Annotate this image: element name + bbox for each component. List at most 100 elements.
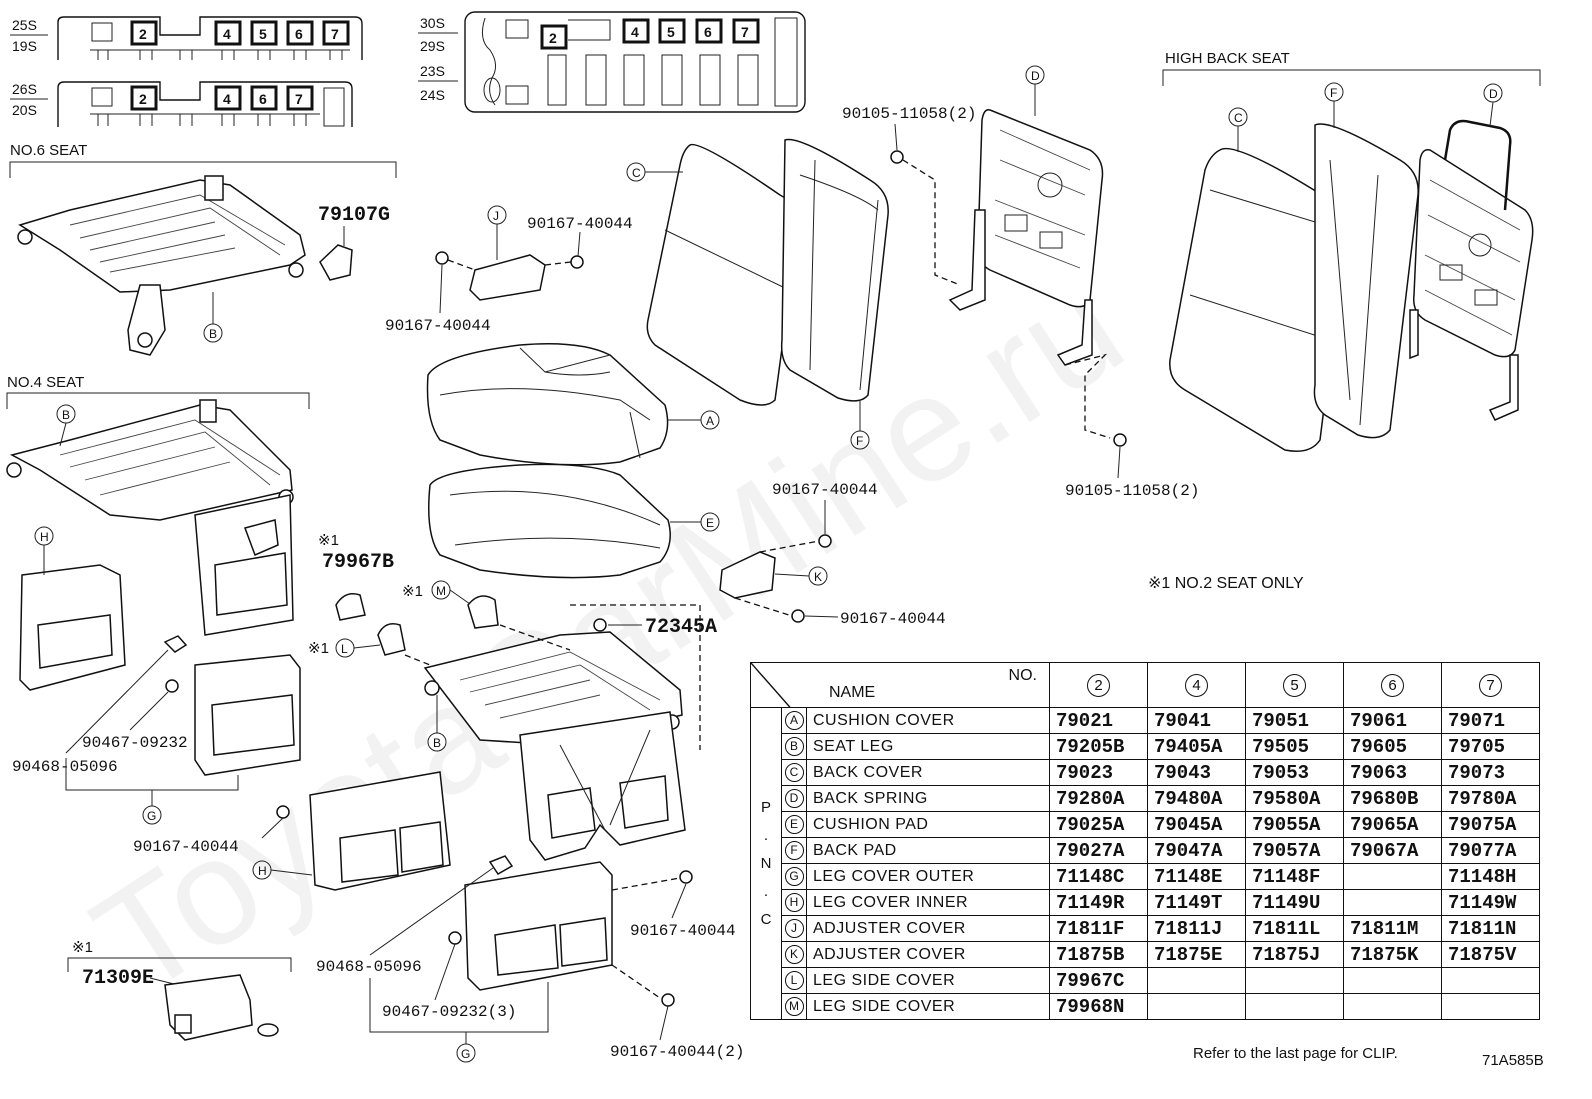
callout-79107g: 79107G	[318, 204, 390, 227]
callout-90468-05096-center: 90468-05096	[316, 958, 422, 976]
row-part-name: LEG SIDE COVER	[806, 967, 1050, 994]
note-no2-seat-only: ※1 NO.2 SEAT ONLY	[1148, 575, 1304, 592]
back-cover-center: C	[626, 143, 799, 406]
row-letter: G	[781, 863, 807, 890]
row-part-name: CUSHION COVER	[806, 707, 1050, 734]
callout-90105-11058-bottom: 90105-11058(2)	[1065, 482, 1199, 500]
diagonal-line	[751, 663, 791, 707]
high-back-pad: F	[1313, 82, 1419, 439]
callout-90167-40044-2: 90167-40044(2)	[610, 1043, 744, 1061]
callout-71309e: 71309E	[82, 967, 154, 990]
letter-c: C	[1234, 111, 1243, 125]
part-number-cell: 79205B	[1049, 733, 1148, 760]
part-number-cell: 79047A	[1147, 837, 1246, 864]
letter-c: C	[632, 166, 641, 180]
row-part-name: ADJUSTER COVER	[806, 915, 1050, 942]
part-number-cell	[1441, 993, 1540, 1020]
letter-b: B	[209, 327, 217, 341]
part-number-cell: 71149T	[1147, 889, 1246, 916]
column-header: 7	[1441, 662, 1540, 708]
letter-a: A	[706, 414, 714, 428]
part-number-cell: 79075A	[1441, 811, 1540, 838]
back-pad-center: F	[780, 138, 889, 450]
row-letter: D	[781, 785, 807, 812]
part-number-cell: 79077A	[1441, 837, 1540, 864]
part-number-cell	[1245, 993, 1344, 1020]
seat-code: 30S	[420, 15, 445, 31]
letter-d: D	[1031, 69, 1040, 83]
part-number-cell: 79071	[1441, 707, 1540, 734]
part-number-cell: 79967C	[1049, 967, 1148, 994]
part-number-cell: 79405A	[1147, 733, 1246, 760]
adjuster-cover-j: J	[435, 205, 584, 301]
back-spring-center: D	[948, 65, 1104, 366]
part-number-cell	[1343, 967, 1442, 994]
high-back-cover: C	[1169, 107, 1347, 452]
letter-d: D	[1489, 87, 1498, 101]
letter-j: J	[493, 209, 499, 223]
no4-seat-frame: B	[6, 399, 294, 636]
part-number-cell: 79023	[1049, 759, 1148, 786]
part-number-cell: 79605	[1343, 733, 1442, 760]
row-letter: F	[781, 837, 807, 864]
box-number: 4	[223, 26, 231, 42]
letter-f: F	[856, 434, 863, 448]
part-number-cell: 79051	[1245, 707, 1344, 734]
box-number: 5	[667, 24, 675, 40]
box-number: 6	[259, 91, 267, 107]
callout-79967b: 79967B	[322, 551, 394, 574]
part-number-cell: 71811M	[1343, 915, 1442, 942]
part-number-cell: 71875K	[1343, 941, 1442, 968]
note-mark: ※1	[318, 532, 339, 549]
part-number-cell: 71875V	[1441, 941, 1540, 968]
high-back-spring: D	[1409, 83, 1534, 421]
column-header: 2	[1049, 662, 1148, 708]
header-name-no: NAME NO.	[750, 662, 1050, 708]
column-header: 6	[1343, 662, 1442, 708]
part-number-cell: 71811L	[1245, 915, 1344, 942]
callout-90467-09232: 90467-09232	[82, 734, 188, 752]
box-number: 7	[741, 24, 749, 40]
heading-no6-seat: NO.6 SEAT	[10, 142, 87, 159]
part-number-cell: 71811N	[1441, 915, 1540, 942]
callout-72345a: 72345A	[645, 616, 717, 639]
callout-90167-40044-k-bottom: 90167-40044	[840, 610, 946, 628]
part-number-cell: 79065A	[1343, 811, 1442, 838]
part-number-cell	[1343, 889, 1442, 916]
box-number: 2	[139, 91, 147, 107]
part-number-cell: 79025A	[1049, 811, 1148, 838]
note-mark: ※1	[72, 939, 93, 956]
row-letter: B	[781, 733, 807, 760]
part-number-cell: 79480A	[1147, 785, 1246, 812]
callout-90468-05096-left: 90468-05096	[12, 758, 118, 776]
callout-90167-40044-j-left: 90167-40044	[385, 317, 491, 335]
part-number-cell: 71149R	[1049, 889, 1148, 916]
part-number-cell: 79780A	[1441, 785, 1540, 812]
callout-90167-40044-j-right: 90167-40044	[527, 215, 633, 233]
row-part-name: CUSHION PAD	[806, 811, 1050, 838]
row-part-name: LEG COVER INNER	[806, 889, 1050, 916]
row-letter: M	[781, 993, 807, 1020]
row-letter: C	[781, 759, 807, 786]
header-name: NAME	[829, 684, 876, 701]
adjuster-cover-k: K	[719, 551, 828, 599]
letter-l: L	[341, 642, 348, 656]
row-letter: A	[781, 707, 807, 734]
no6-seat-frame: 79107G B	[17, 175, 390, 356]
seat-code: 20S	[12, 102, 37, 118]
part-number-cell: 71875J	[1245, 941, 1344, 968]
callout-90105-11058-top: 90105-11058(2)	[842, 105, 976, 123]
row-part-name: BACK PAD	[806, 837, 1050, 864]
row-part-name: LEG COVER OUTER	[806, 863, 1050, 890]
footnote-clip: Refer to the last page for CLIP.	[1193, 1045, 1398, 1062]
row-part-name: BACK COVER	[806, 759, 1050, 786]
pnc-letter: P	[760, 798, 771, 816]
